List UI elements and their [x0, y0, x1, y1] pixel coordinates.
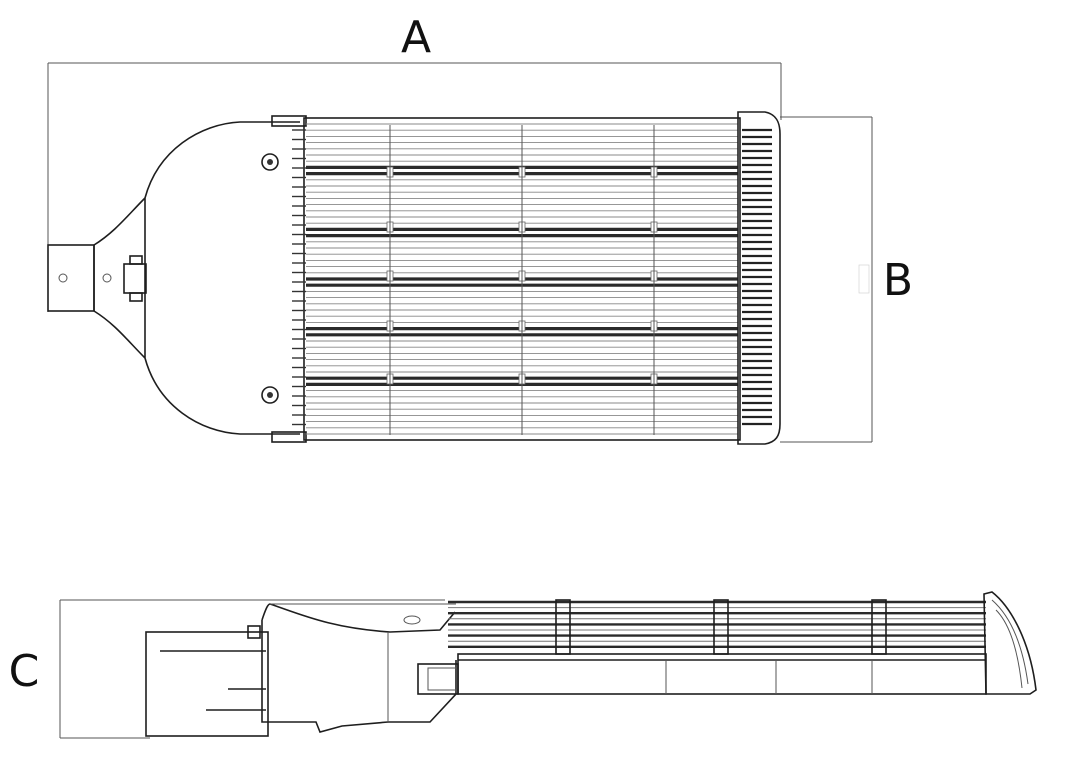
- heatsink-frame-top: [303, 117, 741, 441]
- mounting-bracket-side: [145, 625, 269, 737]
- housing-outline-side: [261, 603, 457, 733]
- fin-edge-ticks: [292, 129, 306, 426]
- side-view: C: [9, 591, 1037, 739]
- dimension-a: A: [47, 12, 782, 312]
- dimension-a-label: A: [401, 12, 431, 63]
- end-cap-side: [983, 591, 1037, 695]
- screw-icon-upper: [261, 153, 279, 171]
- dimension-b-label: B: [883, 255, 913, 306]
- screw-icon-lower: [261, 386, 279, 404]
- dimension-c-label: C: [9, 646, 40, 697]
- side-plate-top: [271, 115, 307, 127]
- housing-outline-top: [93, 121, 300, 435]
- heatsink-ribs-top: [389, 125, 655, 435]
- end-cap-top: [737, 111, 781, 445]
- lens-body-side: [457, 653, 987, 695]
- top-view: A B: [47, 12, 913, 445]
- dimension-b: B: [780, 116, 913, 443]
- heatsink-fins-side: [448, 600, 986, 648]
- side-plate-bottom: [271, 431, 307, 443]
- dimension-c: C: [9, 599, 445, 739]
- mounting-bracket-top: [47, 244, 147, 312]
